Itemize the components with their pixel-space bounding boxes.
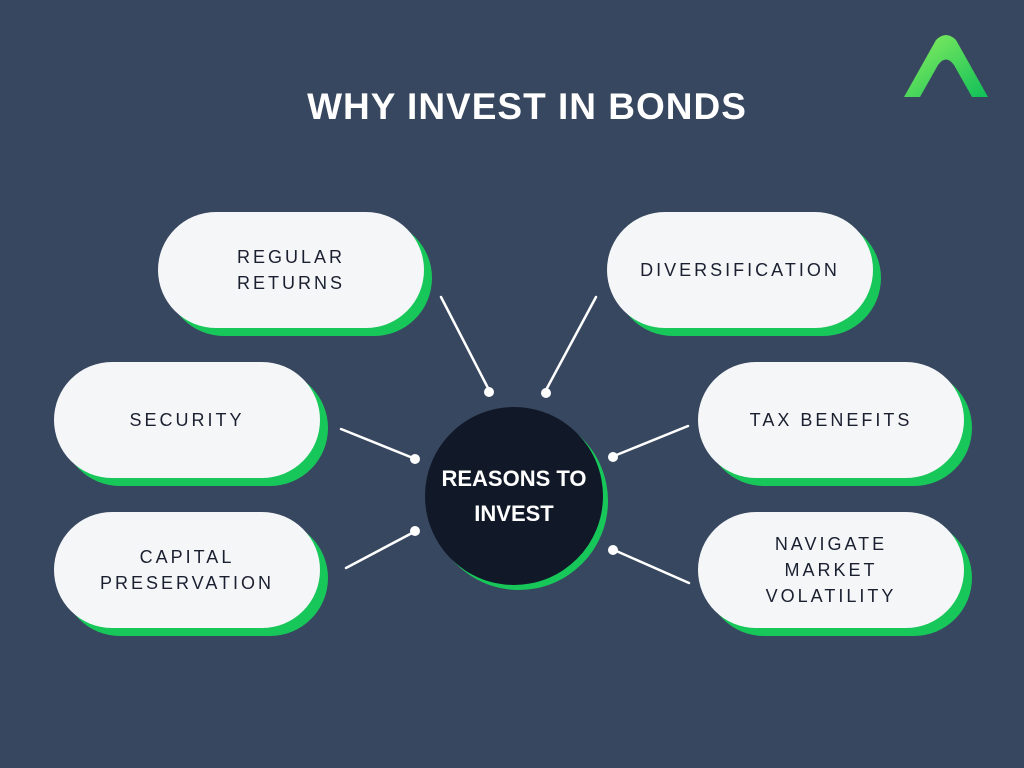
reason-navigate-market-volatility: NAVIGATE MARKET VOLATILITY xyxy=(698,512,972,636)
center-label: REASONS TO INVEST xyxy=(441,466,587,526)
reason-label: CAPITAL PRESERVATION xyxy=(99,547,275,593)
logo-icon xyxy=(904,35,988,97)
reason-label: TAX BENEFITS xyxy=(749,410,913,430)
reason-capital-preservation: CAPITAL PRESERVATION xyxy=(54,512,328,636)
center-node: REASONS TO INVEST xyxy=(425,407,603,585)
reason-tax-benefits: TAX BENEFITS xyxy=(698,362,972,486)
connector-dot xyxy=(608,545,618,555)
connector-regular-returns xyxy=(439,295,491,392)
reason-diversification: DIVERSIFICATION xyxy=(607,212,881,336)
page-title: WHY INVEST IN BONDS xyxy=(307,86,747,127)
connector-dot xyxy=(541,388,551,398)
reason-security: SECURITY xyxy=(54,362,328,486)
connector-security xyxy=(339,427,415,460)
reason-label: REGULAR RETURNS xyxy=(236,247,346,293)
connector-navigate-market-volatility xyxy=(612,548,691,585)
connector-tax-benefits xyxy=(612,424,690,458)
connector-capital-preservation xyxy=(344,530,416,570)
connector-dot xyxy=(410,454,420,464)
connector-dot xyxy=(608,452,618,462)
connector-dot xyxy=(410,526,420,536)
connector-dot xyxy=(484,387,494,397)
reason-label: SECURITY xyxy=(129,410,245,430)
connector-diversification xyxy=(544,295,598,392)
reason-label: DIVERSIFICATION xyxy=(640,260,840,280)
reason-label: NAVIGATE MARKET VOLATILITY xyxy=(765,534,897,606)
reason-regular-returns: REGULAR RETURNS xyxy=(158,212,432,336)
